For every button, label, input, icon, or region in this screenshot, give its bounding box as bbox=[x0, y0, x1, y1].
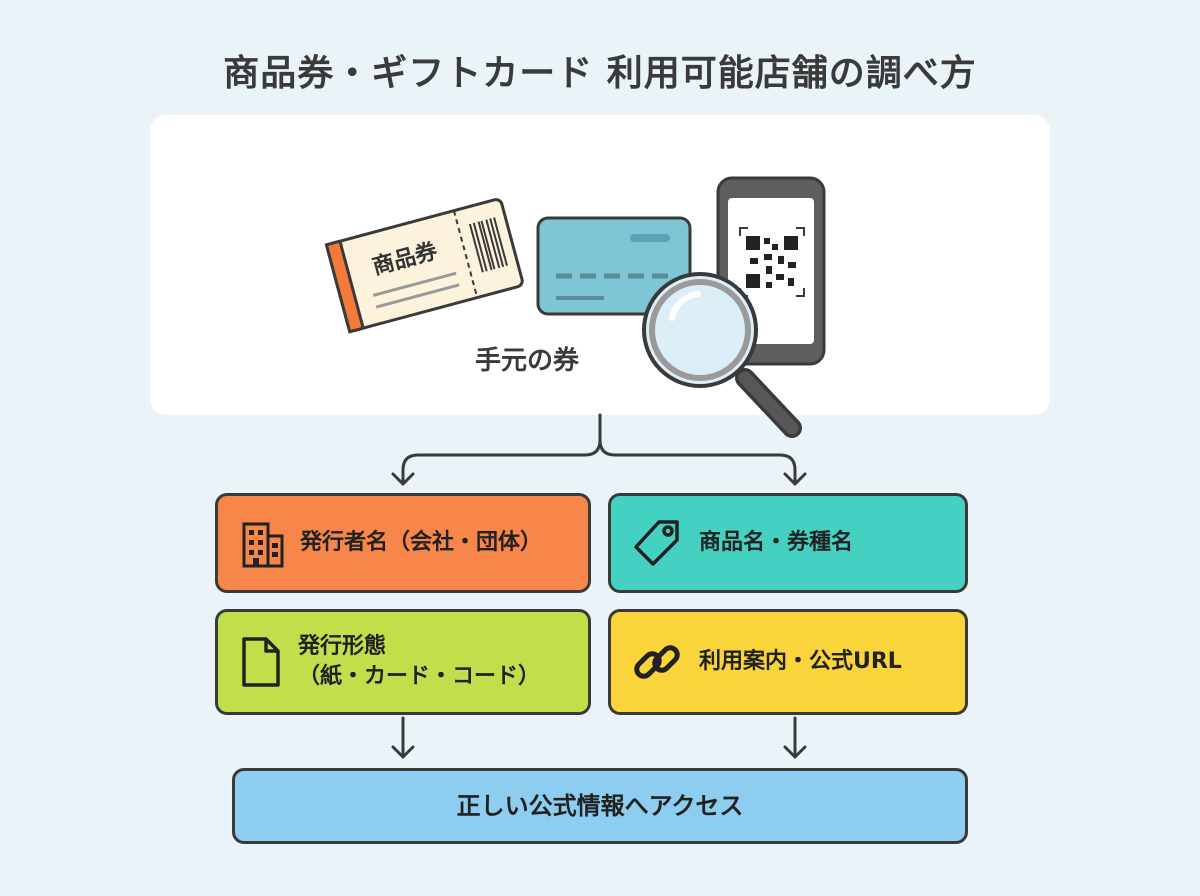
document-icon bbox=[240, 635, 282, 689]
form-label-line1: 発行形態 bbox=[298, 634, 387, 659]
paper-ticket-icon: 商品券 bbox=[324, 198, 524, 334]
magnifier-icon bbox=[642, 272, 802, 438]
product-box: 商品名・券種名 bbox=[608, 493, 968, 593]
form-box: 発行形態 （紙・カード・コード） bbox=[215, 609, 591, 715]
issuer-label: 発行者名（会社・団体） bbox=[300, 530, 543, 555]
product-label: 商品名・券種名 bbox=[699, 530, 854, 555]
tag-icon bbox=[631, 517, 683, 569]
link-box: 利用案内・公式URL bbox=[608, 609, 968, 715]
form-label-line2: （紙・カード・コード） bbox=[298, 664, 541, 689]
page-title: 商品券・ギフトカード 利用可能店舗の調べ方 bbox=[223, 53, 977, 94]
access-label: 正しい公式情報へアクセス bbox=[456, 792, 744, 820]
link-label: 利用案内・公式URL bbox=[699, 649, 902, 674]
flow-connectors bbox=[391, 413, 807, 759]
gift-card-icon bbox=[536, 216, 692, 316]
link-icon bbox=[631, 636, 683, 688]
hero-caption: 手元の券 bbox=[475, 346, 580, 376]
building-icon bbox=[240, 518, 286, 568]
issuer-box: 発行者名（会社・団体） bbox=[215, 493, 591, 593]
access-box: 正しい公式情報へアクセス bbox=[232, 768, 968, 844]
